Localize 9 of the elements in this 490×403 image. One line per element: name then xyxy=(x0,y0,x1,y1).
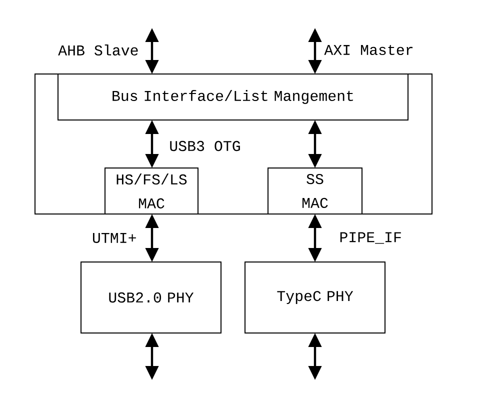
edge-label: UTMI+ xyxy=(90,232,138,244)
edge-label: PIPE_IF xyxy=(338,231,403,245)
block-box: Bus Interface/List Mangement xyxy=(58,74,408,120)
block-box: SS MAC xyxy=(268,168,362,214)
block-box: TypeC PHY xyxy=(244,262,386,334)
edge-label: AXI Master xyxy=(323,44,415,56)
edge-label: AHB Slave xyxy=(57,44,140,56)
block-box: HS/FS/LS MAC xyxy=(104,168,198,214)
block-box: USB2.0 PHY xyxy=(80,262,222,334)
